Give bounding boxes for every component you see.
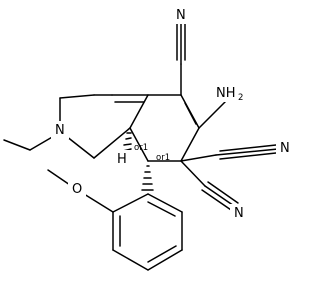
bond-ar-c4-c5	[147, 249, 183, 271]
bond-c7-cn-lower	[180, 160, 206, 187]
bond-cn-right-triple-a	[215, 148, 279, 156]
bond-o-ch3	[47, 169, 71, 186]
bond-n-ch2	[29, 135, 55, 151]
amine-label: NH	[216, 86, 236, 101]
bond-c3-c2	[59, 94, 95, 99]
label-layer: N NH 2 N N N O H or1 or1	[51, 6, 296, 222]
bond-c6-c7	[180, 127, 200, 162]
hashed-wedge-c8-aryl	[141, 165, 154, 191]
ring-nitrogen: N	[55, 123, 65, 138]
stereo-hydrogen: H	[117, 152, 127, 167]
bond-cn-right-triple-c	[219, 152, 277, 160]
bond-c8-c8a	[129, 127, 149, 162]
bond-cn-right-triple-b	[219, 144, 277, 152]
bond-cn-lower-triple-b	[207, 181, 239, 204]
bond-cn-lower-triple-c	[201, 189, 235, 213]
bond-ar-o	[83, 193, 114, 213]
bond-c1-c8a	[93, 127, 131, 159]
bond-c7-cn-right	[180, 154, 217, 162]
bond-ar-c6-c1-double	[147, 201, 176, 217]
nitrile-nitrogen-right: N	[280, 141, 290, 156]
bond-layer	[3, 21, 279, 271]
stereo-label-c8: or1	[156, 153, 170, 163]
bond-ar-c6-c1	[147, 193, 183, 213]
bond-c5-c6-double	[184, 102, 197, 125]
nitrile-nitrogen-lower: N	[234, 206, 244, 221]
bond-ar-c3-c4	[112, 249, 149, 271]
bond-c8a-c4a	[129, 94, 149, 129]
bond-ar-c4-c5-double	[147, 245, 177, 263]
stereo-label-c8a: or1	[134, 143, 148, 153]
bond-n-c1	[65, 135, 95, 159]
bond-ch2-ch3	[3, 139, 31, 151]
bond-c6-nh2	[198, 100, 227, 129]
molecule-structure: N NH 2 N N N O H or1 or1	[3, 6, 296, 271]
nitrile-nitrogen-top: N	[176, 8, 186, 23]
bond-ar-c1-c2	[112, 193, 149, 213]
methoxy-oxygen: O	[72, 182, 82, 197]
hashed-wedge-c8a-h	[122, 132, 132, 152]
amine-subscript: 2	[238, 93, 243, 103]
